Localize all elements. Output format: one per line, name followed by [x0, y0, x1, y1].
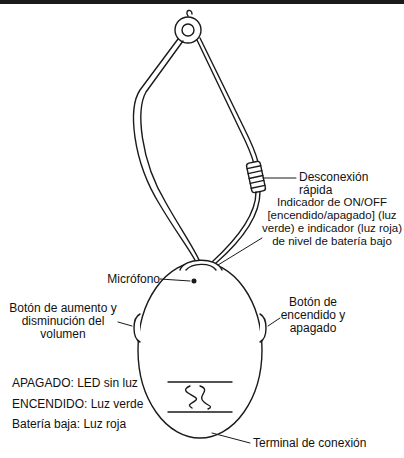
- legend-note: APAGADO: LED sin luz: [12, 377, 162, 390]
- body-line: [168, 381, 232, 382]
- power-button: [260, 314, 266, 342]
- indicator-cap: [180, 260, 222, 270]
- leader-line: [212, 433, 250, 443]
- connector-rib: [247, 166, 261, 169]
- body-line: [168, 411, 232, 412]
- wire: [134, 39, 196, 262]
- part-label: Micrófono: [98, 273, 160, 286]
- volume-button: [134, 314, 140, 342]
- leader-line: [218, 238, 262, 265]
- logo-squiggle: [186, 386, 211, 409]
- legend-note: Batería baja: Luz roja: [12, 418, 162, 431]
- ear-ring: [175, 17, 201, 43]
- part-label: Botón de encendido y apagado: [270, 296, 356, 335]
- legend-note: ENCENDIDO: Luz verde: [12, 398, 162, 411]
- connector-rib: [248, 171, 262, 174]
- indicator-led: [186, 264, 216, 270]
- wire: [200, 38, 258, 162]
- wire: [197, 40, 254, 164]
- part-label: Desconexión rápida: [299, 171, 401, 197]
- ear-ring-inner: [182, 24, 194, 36]
- wire: [141, 41, 200, 262]
- connector-rib: [249, 176, 263, 179]
- leader-line: [268, 318, 280, 326]
- device-body: [138, 262, 262, 438]
- ear-hook: [187, 10, 192, 16]
- leader-line: [263, 178, 296, 179]
- leader-line: [160, 279, 190, 281]
- connector-rib: [251, 185, 265, 188]
- microphone-hole: [192, 279, 196, 283]
- wire: [212, 192, 256, 262]
- connector-rib: [250, 180, 264, 183]
- part-label: Botón de aumento y disminución del volum…: [4, 302, 122, 341]
- connector-ribs: [247, 166, 265, 188]
- part-label: Terminal de conexión: [253, 437, 401, 450]
- top-bar: [0, 0, 404, 4]
- quick-disconnect: [246, 161, 266, 193]
- part-label: Indicador de ON/OFF [encendido/apagado] …: [262, 196, 402, 248]
- leader-line: [118, 322, 132, 326]
